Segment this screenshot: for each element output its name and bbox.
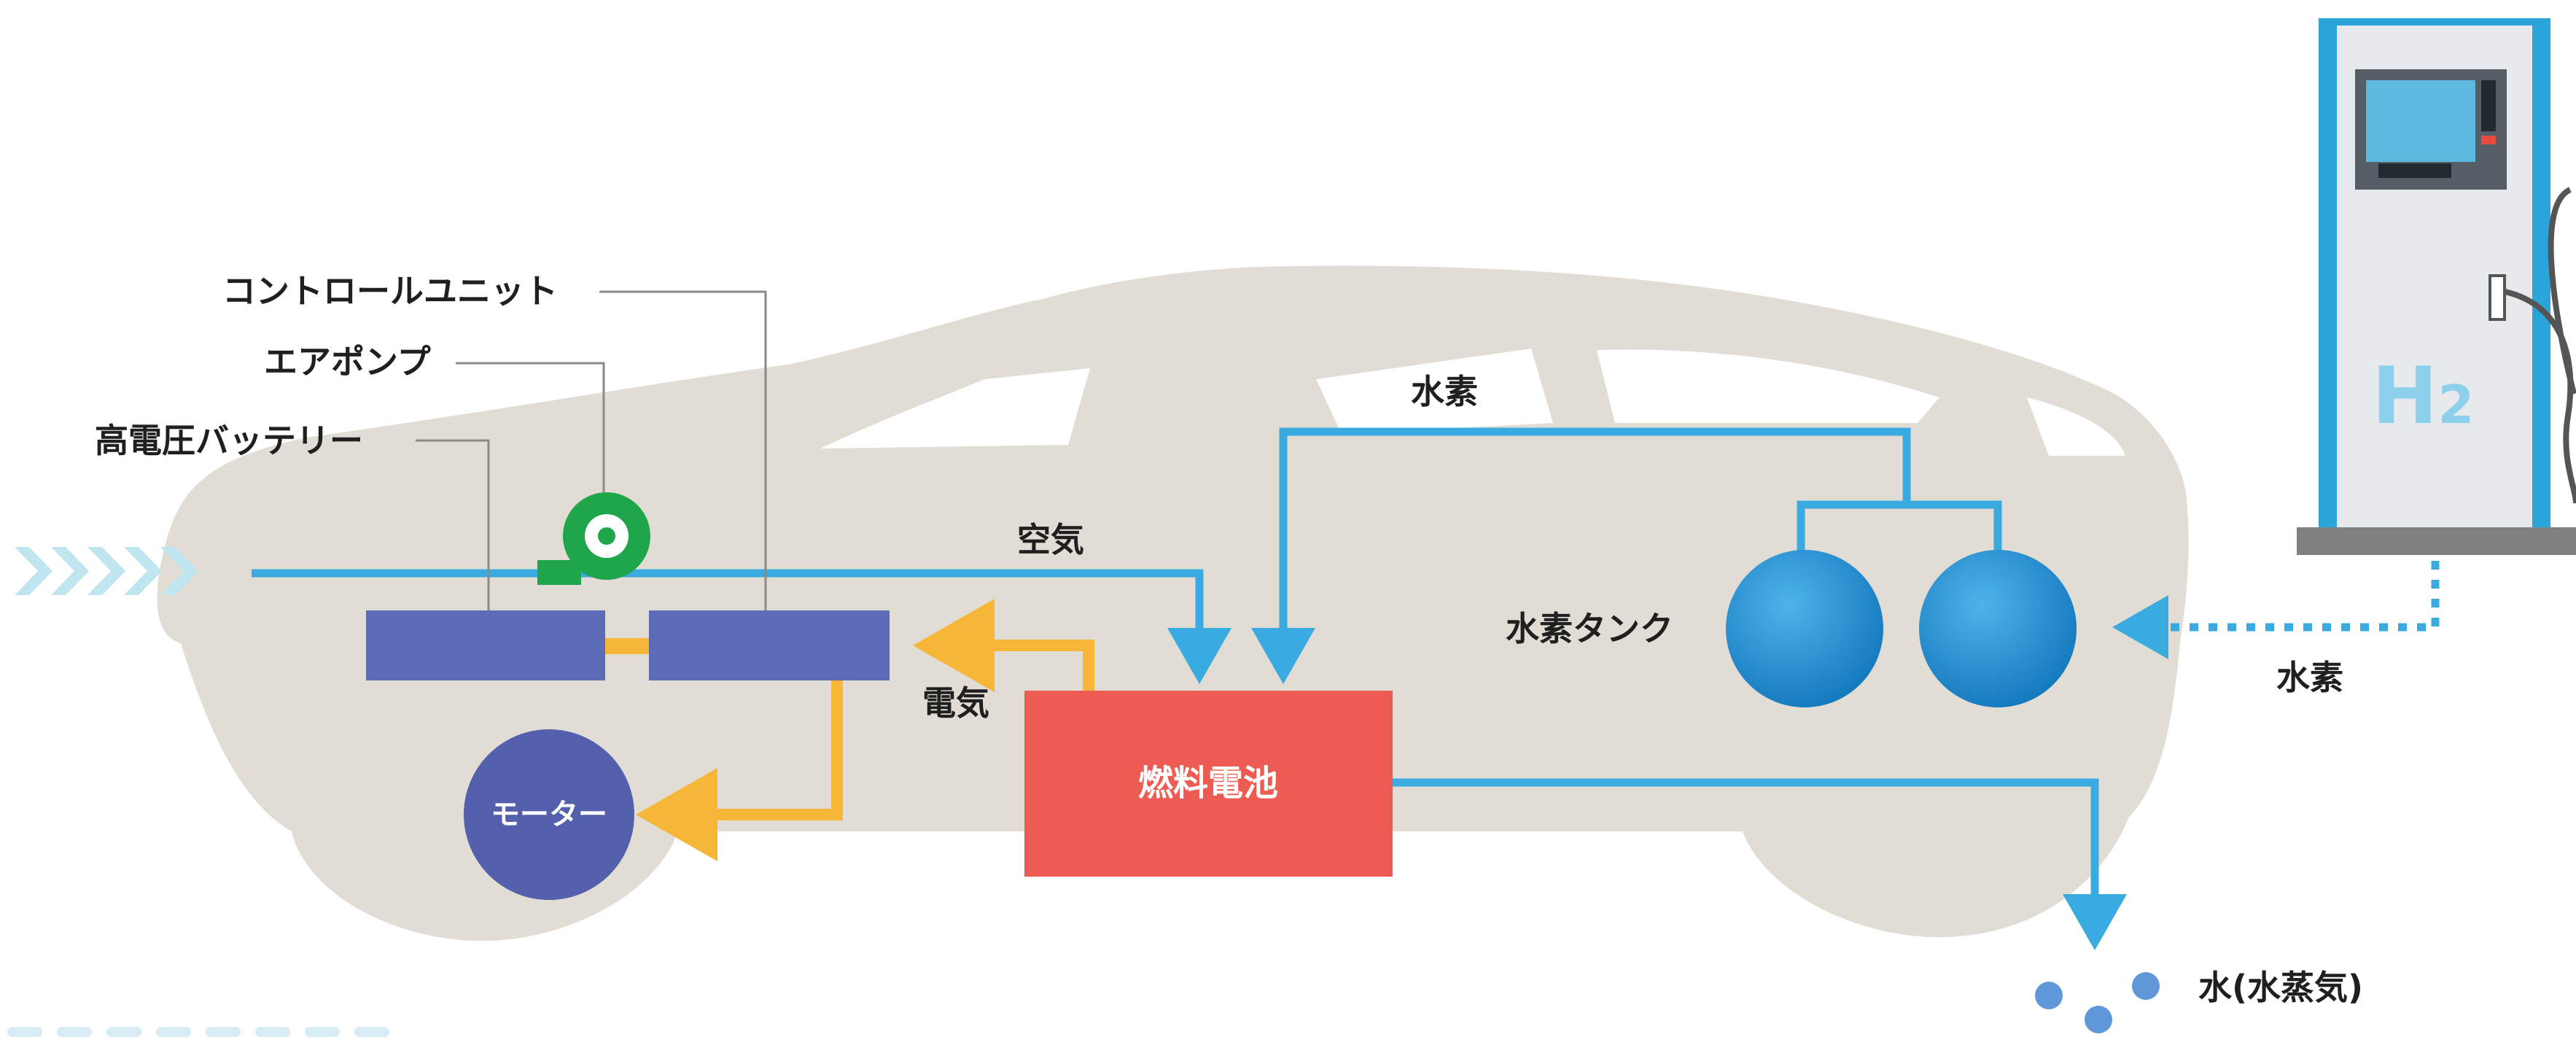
nozzle-holder xyxy=(2489,274,2506,321)
water-exhaust-line xyxy=(1393,778,2127,950)
air-intake-chevrons xyxy=(15,547,198,595)
refuel-dotted-line xyxy=(2112,485,2440,659)
bottom-decoration xyxy=(7,1027,389,1037)
hydrogen-station: H2 xyxy=(2297,18,2576,555)
car-window-front xyxy=(820,368,1090,449)
label-water: 水(水蒸気) xyxy=(2198,968,2363,1007)
label-air-pump: エアポンプ xyxy=(264,342,431,381)
air-pump xyxy=(537,492,650,585)
station-screen xyxy=(2366,80,2475,162)
label-motor: モーター xyxy=(491,798,607,831)
motor-circle xyxy=(464,729,634,900)
control-unit-box xyxy=(649,610,890,680)
label-control-unit: コントロールユニット xyxy=(222,271,558,311)
label-hydrogen-tank: 水素タンク xyxy=(1506,609,1673,648)
label-hydrogen-side: 水素 xyxy=(2276,658,2343,697)
hydrogen-tank-1 xyxy=(1726,550,1883,707)
station-base xyxy=(2297,527,2576,555)
label-fuel-cell: 燃料電池 xyxy=(1138,763,1278,804)
car-window-middle xyxy=(1316,349,1553,434)
hydrogen-to-fuel-cell-line xyxy=(1251,427,1911,684)
label-air: 空気 xyxy=(1017,520,1084,559)
fuel-cell-box xyxy=(1024,691,1393,877)
leader-lines xyxy=(416,290,767,642)
high-voltage-battery-box xyxy=(366,610,605,680)
battery-connector xyxy=(605,638,650,654)
station-h2-sign: H2 xyxy=(2372,351,2475,442)
hydrogen-tank-2 xyxy=(1919,550,2077,707)
electricity-to-control xyxy=(913,599,1094,692)
tank-manifold xyxy=(1797,500,2002,576)
car-window-quarter xyxy=(2027,397,2125,456)
fuel-hose xyxy=(2505,289,2576,504)
water-droplets xyxy=(2035,972,2160,1033)
electricity-to-motor xyxy=(636,680,843,861)
label-electricity: 電気 xyxy=(922,683,989,723)
label-hydrogen-top: 水素 xyxy=(1411,372,1478,411)
car-window-rear xyxy=(1597,349,1939,423)
label-high-voltage-battery: 高電圧バッテリー xyxy=(95,421,363,460)
